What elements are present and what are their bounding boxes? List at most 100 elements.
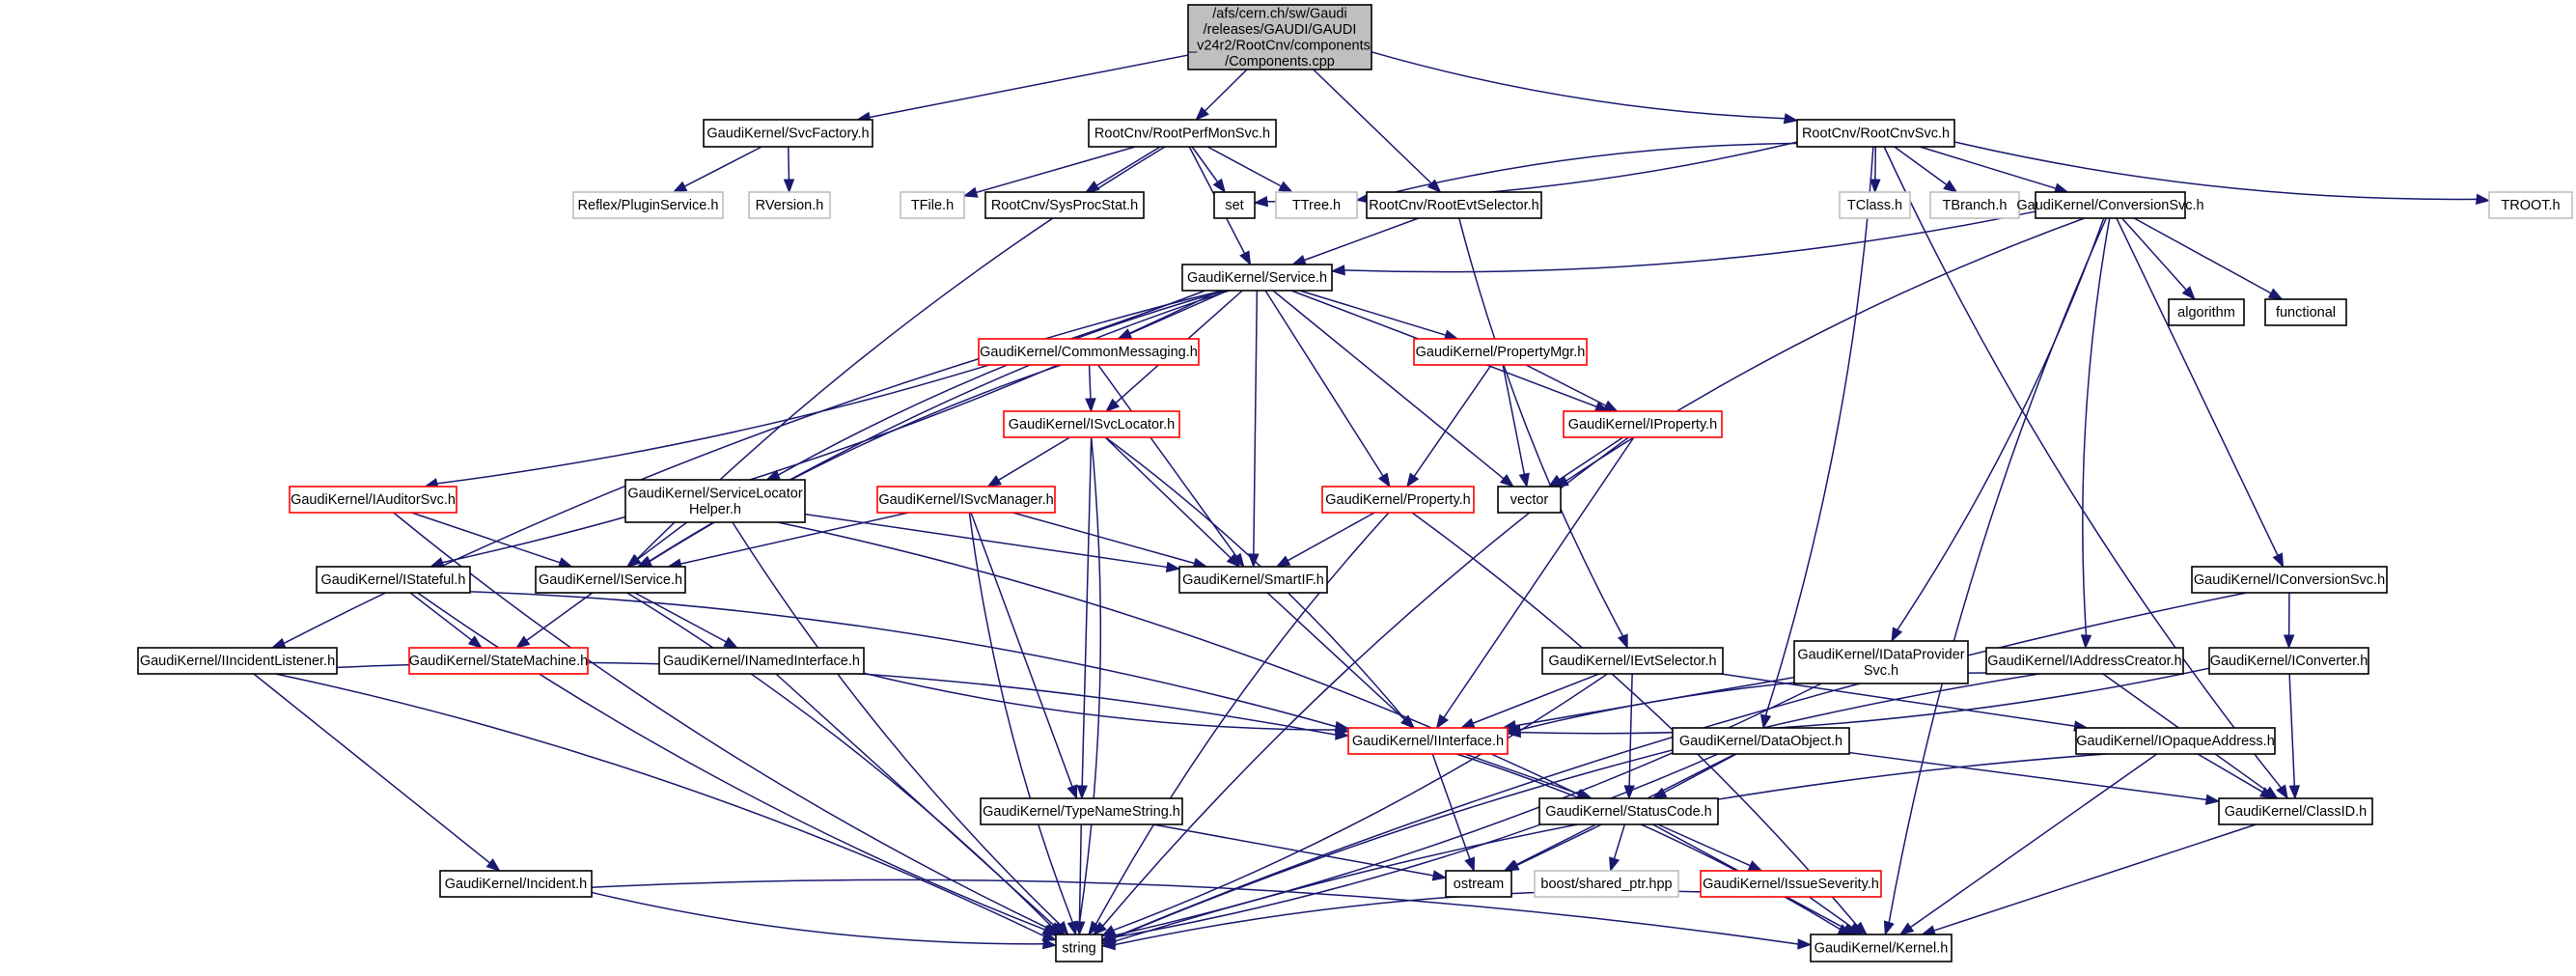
node-box[interactable] (1985, 647, 2184, 675)
node-iproperty[interactable]: GaudiKernel/IProperty.h (1563, 410, 1723, 438)
node-statemachine[interactable]: GaudiKernel/StateMachine.h (408, 647, 589, 675)
node-box[interactable] (1347, 727, 1509, 755)
node-classid[interactable]: GaudiKernel/ClassID.h (2218, 797, 2373, 825)
node-box[interactable] (535, 566, 686, 594)
node-box[interactable] (2218, 797, 2373, 825)
node-box[interactable] (876, 486, 1056, 514)
node-pluginservice[interactable]: Reflex/PluginService.h (572, 191, 724, 219)
node-iservice[interactable]: GaudiKernel/IService.h (535, 566, 686, 594)
node-rversion[interactable]: RVersion.h (748, 191, 831, 219)
node-rootperfmonsvc[interactable]: RootCnv/RootPerfMonSvc.h (1088, 119, 1277, 148)
node-box[interactable] (2191, 566, 2388, 594)
node-box[interactable] (439, 870, 593, 898)
node-tclass[interactable]: TClass.h (1839, 191, 1911, 219)
node-sysprocstat[interactable]: RootCnv/SysProcStat.h (984, 191, 1145, 219)
node-box[interactable] (1366, 191, 1542, 219)
node-box[interactable] (2075, 727, 2276, 755)
node-property[interactable]: GaudiKernel/Property.h (1321, 486, 1475, 514)
node-incident[interactable]: GaudiKernel/Incident.h (439, 870, 593, 898)
node-statuscode[interactable]: GaudiKernel/StatusCode.h (1538, 797, 1719, 825)
node-box[interactable] (1929, 191, 2020, 219)
node-box[interactable] (1055, 934, 1103, 962)
node-box[interactable] (1541, 647, 1724, 675)
node-algorithm[interactable]: algorithm (2168, 298, 2245, 326)
node-propertymgr[interactable]: GaudiKernel/PropertyMgr.h (1413, 338, 1588, 366)
node-ievtselector[interactable]: GaudiKernel/IEvtSelector.h (1541, 647, 1724, 675)
node-box[interactable] (2264, 298, 2347, 326)
node-box[interactable] (624, 479, 806, 523)
node-box[interactable] (1796, 119, 1955, 148)
node-iinterface[interactable]: GaudiKernel/IInterface.h (1347, 727, 1509, 755)
node-box[interactable] (984, 191, 1145, 219)
node-box[interactable] (2168, 298, 2245, 326)
node-box[interactable] (1181, 264, 1333, 292)
node-iopaqueaddress[interactable]: GaudiKernel/IOpaqueAddress.h (2075, 727, 2276, 755)
node-iauditorsvc[interactable]: GaudiKernel/IAuditorSvc.h (289, 486, 457, 514)
node-box[interactable] (1534, 870, 1679, 898)
node-conversionsvc[interactable]: GaudiKernel/ConversionSvc.h (2016, 191, 2204, 219)
node-commonmessaging[interactable]: GaudiKernel/CommonMessaging.h (978, 338, 1200, 366)
node-box[interactable] (1538, 797, 1719, 825)
node-iaddresscreator[interactable]: GaudiKernel/IAddressCreator.h (1985, 647, 2184, 675)
node-troot[interactable]: TROOT.h (2488, 191, 2573, 219)
node-box[interactable] (316, 566, 471, 594)
node-iincidentlistener[interactable]: GaudiKernel/IIncidentListener.h (137, 647, 338, 675)
node-box[interactable] (1321, 486, 1475, 514)
node-ttree[interactable]: TTree.h (1275, 191, 1358, 219)
node-box[interactable] (1445, 870, 1512, 898)
node-istateful[interactable]: GaudiKernel/IStateful.h (316, 566, 471, 594)
node-string[interactable]: string (1055, 934, 1103, 962)
node-rootcnvsvc[interactable]: RootCnv/RootCnvSvc.h (1796, 119, 1955, 148)
node-box[interactable] (1793, 640, 1969, 684)
node-box[interactable] (1497, 486, 1562, 514)
node-box[interactable] (658, 647, 865, 675)
node-root[interactable]: /afs/cern.ch/sw/Gaudi/releases/GAUDI/GAU… (1187, 4, 1372, 70)
node-box[interactable] (1178, 566, 1328, 594)
node-ostream[interactable]: ostream (1445, 870, 1512, 898)
node-box[interactable] (1213, 191, 1256, 219)
node-kernel[interactable]: GaudiKernel/Kernel.h (1810, 934, 1953, 962)
node-box[interactable] (1275, 191, 1358, 219)
node-iconversionsvc[interactable]: GaudiKernel/IConversionSvc.h (2191, 566, 2388, 594)
node-box[interactable] (1413, 338, 1588, 366)
node-box[interactable] (1700, 870, 1882, 898)
node-issueseverity[interactable]: GaudiKernel/IssueSeverity.h (1700, 870, 1882, 898)
node-box[interactable] (978, 338, 1200, 366)
node-typenamestring[interactable]: GaudiKernel/TypeNameString.h (980, 797, 1183, 825)
node-box[interactable] (1839, 191, 1911, 219)
node-box[interactable] (1187, 4, 1372, 70)
node-vector[interactable]: vector (1497, 486, 1562, 514)
node-box[interactable] (1088, 119, 1277, 148)
node-service[interactable]: GaudiKernel/Service.h (1181, 264, 1333, 292)
node-isvclocator[interactable]: GaudiKernel/ISvcLocator.h (1003, 410, 1180, 438)
node-box[interactable] (1672, 727, 1850, 755)
node-rootevtselector[interactable]: RootCnv/RootEvtSelector.h (1366, 191, 1542, 219)
node-functional[interactable]: functional (2264, 298, 2347, 326)
node-svcfactory[interactable]: GaudiKernel/SvcFactory.h (703, 119, 873, 148)
node-tbranch[interactable]: TBranch.h (1929, 191, 2020, 219)
node-box[interactable] (2208, 647, 2369, 675)
node-box[interactable] (408, 647, 589, 675)
node-inamedinterface[interactable]: GaudiKernel/INamedInterface.h (658, 647, 865, 675)
node-box[interactable] (2035, 191, 2186, 219)
node-iconverter[interactable]: GaudiKernel/IConverter.h (2208, 647, 2369, 675)
node-smartif[interactable]: GaudiKernel/SmartIF.h (1178, 566, 1328, 594)
node-dataobject[interactable]: GaudiKernel/DataObject.h (1672, 727, 1850, 755)
node-box[interactable] (1810, 934, 1953, 962)
node-sharedptr[interactable]: boost/shared_ptr.hpp (1534, 870, 1679, 898)
node-box[interactable] (1563, 410, 1723, 438)
node-box[interactable] (2488, 191, 2573, 219)
node-tfile[interactable]: TFile.h (900, 191, 965, 219)
node-box[interactable] (703, 119, 873, 148)
node-box[interactable] (572, 191, 724, 219)
node-set[interactable]: set (1213, 191, 1256, 219)
node-box[interactable] (900, 191, 965, 219)
node-box[interactable] (748, 191, 831, 219)
node-box[interactable] (137, 647, 338, 675)
node-box[interactable] (289, 486, 457, 514)
node-isvcmanager[interactable]: GaudiKernel/ISvcManager.h (876, 486, 1056, 514)
node-box[interactable] (1003, 410, 1180, 438)
node-box[interactable] (980, 797, 1183, 825)
